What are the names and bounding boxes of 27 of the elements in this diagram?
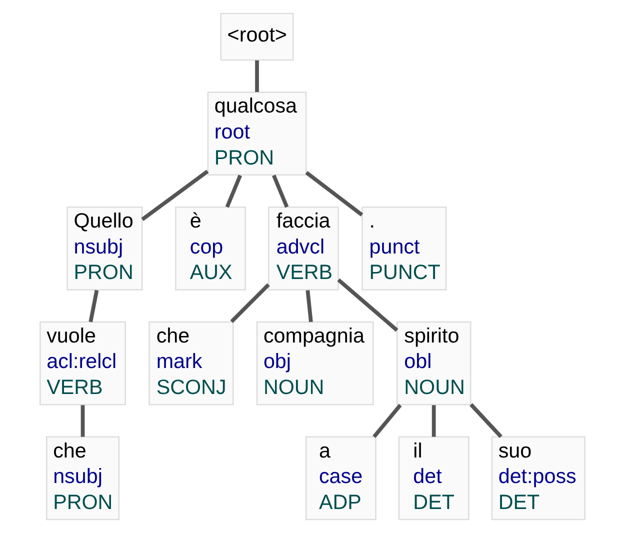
node-box: il det DET [398,436,469,520]
connector [230,283,270,323]
node-box: compagnia obj NOUN [256,321,374,406]
node-box: vuole acl:relcl VERB [39,321,126,406]
connector [88,290,98,322]
connector [140,170,208,221]
connector [431,405,436,437]
node-box: a case ADP [304,436,376,520]
connector [80,405,84,437]
node-box: che nsubj PRON [45,436,120,520]
node-box: che mark SCONJ [148,321,234,406]
node-box: faccia advcl VERB [267,206,338,290]
node-box: . punct PUNCT [361,206,446,290]
node-box: Quello nsubj PRON [66,206,142,290]
connector [224,174,242,208]
connector [469,403,502,438]
connector [305,290,312,322]
node-box: spirito obl NOUN [396,321,471,406]
connector [254,60,258,92]
node-box: suo det:poss DET [490,436,585,520]
connector [336,278,398,332]
connector [272,174,288,208]
connector [372,404,402,438]
node-box: <root> [220,12,294,61]
node-box: qualcosa root PRON [206,92,306,176]
node-box: è cop AUX [174,206,246,290]
connector [304,171,363,217]
